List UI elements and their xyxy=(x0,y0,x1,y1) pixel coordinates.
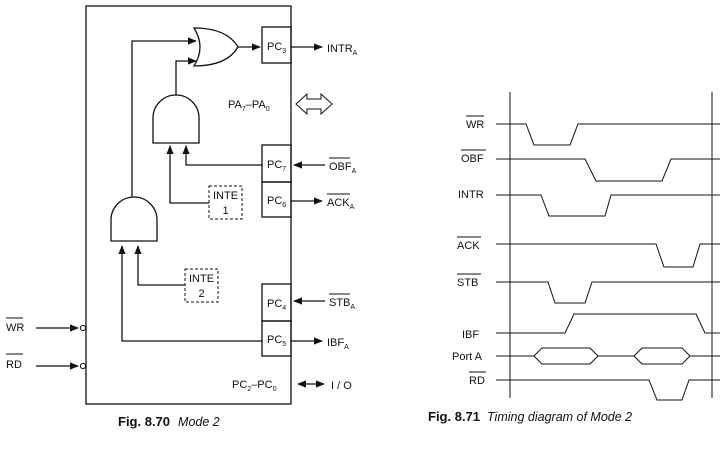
inte1-to-and-upper-wire xyxy=(166,145,209,204)
stb-label: STBA xyxy=(329,297,355,311)
pc3-box xyxy=(261,26,292,64)
ibf-label: IBFA xyxy=(327,337,349,351)
timing-ack-waveform xyxy=(496,243,720,268)
rd-inverter-bubble xyxy=(79,362,87,370)
timing-ibf-label: IBF xyxy=(462,329,479,341)
timing-ibf-waveform xyxy=(496,313,720,334)
inte2-label-line2: 2 xyxy=(198,288,204,300)
pa-label: PA7–PA0 xyxy=(228,99,270,113)
inte1-label-line2: 1 xyxy=(222,205,228,217)
timing-wr-label: WR xyxy=(466,119,484,131)
pa-bidirectional-arrow xyxy=(295,92,333,116)
wr-inverter-bubble xyxy=(79,324,87,332)
and-gate-lower xyxy=(110,196,158,242)
timing-porta-label: Port A xyxy=(452,351,483,363)
pc2-pc0-label: PC2–PC0 xyxy=(232,379,277,393)
timing-porta-data-1 xyxy=(533,347,599,365)
timing-obf-label: OBF xyxy=(461,153,484,165)
inte2-label-line1: INTE xyxy=(189,273,214,285)
and-gate-upper xyxy=(152,94,200,144)
pc3-label: PC3 xyxy=(267,41,286,55)
pc5-to-and-lower-wire xyxy=(118,245,262,342)
timing-stb-label: STB xyxy=(457,277,478,289)
timing-wr-waveform xyxy=(496,123,720,146)
timing-ack-label: ACK xyxy=(457,240,480,252)
mode2-timing-diagram: WR OBF INTR ACK STB IBF Port A RD Fig. 8… xyxy=(428,92,720,424)
obf-label: OBFA xyxy=(329,161,357,175)
and-upper-to-or-wire xyxy=(175,57,197,95)
wr-label: WR xyxy=(6,322,24,334)
io-label: I / O xyxy=(331,380,352,392)
timing-rd-label: RD xyxy=(469,375,485,387)
timing-intr-label: INTR xyxy=(458,189,484,201)
timing-obf-waveform xyxy=(496,158,720,182)
mode2-block-diagram: PC3 PC7 PC6 PC4 PC5 INTE 1 INTE 2 xyxy=(6,5,358,429)
inte2-to-and-lower-wire xyxy=(134,245,185,286)
pc5-box xyxy=(261,320,292,357)
timing-porta-data-2 xyxy=(633,347,691,365)
intr-label: INTRA xyxy=(327,43,358,57)
pc7-label: PC7 xyxy=(267,159,286,173)
inte1-label-line1: INTE xyxy=(213,190,238,202)
pc5-label: PC5 xyxy=(267,334,286,348)
ack-label: ACKA xyxy=(327,197,355,211)
timing-stb-waveform xyxy=(496,281,720,304)
pc7-to-and-upper-wire xyxy=(182,145,262,166)
timing-rd-waveform xyxy=(496,379,720,401)
timing-intr-waveform xyxy=(496,194,720,217)
pc6-box xyxy=(261,181,292,218)
and-lower-to-or-wire xyxy=(131,37,197,197)
inte1-box xyxy=(208,185,243,220)
pc6-label: PC6 xyxy=(267,195,286,209)
rd-label: RD xyxy=(6,359,22,371)
pc4-label: PC4 xyxy=(267,298,286,312)
or-gate xyxy=(192,27,239,67)
